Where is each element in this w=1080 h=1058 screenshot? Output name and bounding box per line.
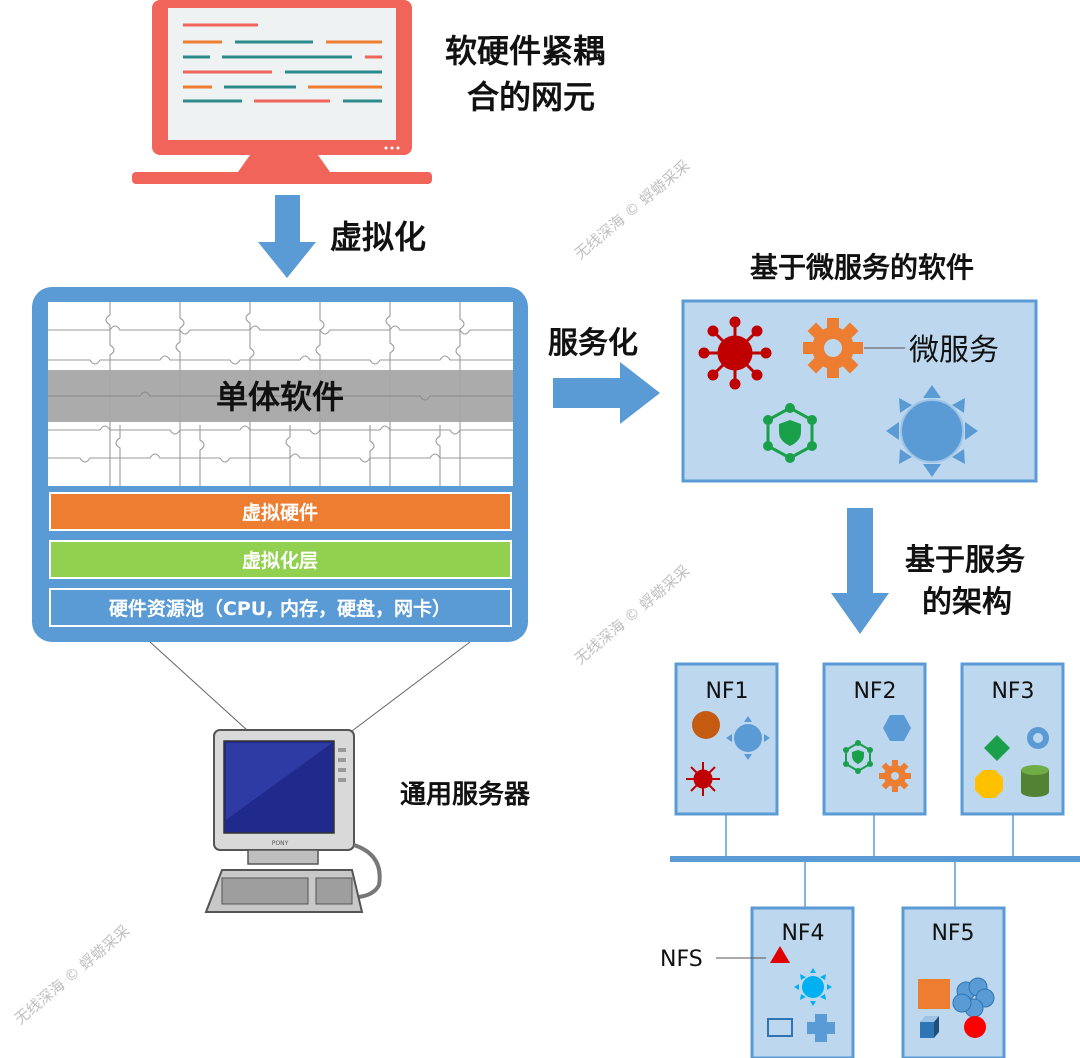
watermark-3: 无线深海 © 蜉蝣采采 — [11, 921, 133, 1028]
nf3-ring-icon — [1027, 727, 1049, 749]
nf4-cyan-sun-icon — [794, 968, 832, 1006]
virtual-hardware-bar — [49, 492, 512, 531]
nf3-cylinder-icon — [1021, 765, 1049, 797]
puzzle-pattern — [48, 302, 513, 486]
stack-connector-left — [149, 641, 259, 741]
monolith-label: 单体软件 — [216, 378, 344, 416]
tightly-coupled-monitor-icon — [132, 0, 432, 184]
nf4-red-triangle-icon — [770, 946, 790, 963]
nf3-yellow-octagon-icon — [975, 770, 1003, 798]
sba-label-2: 的架构 — [922, 585, 1012, 620]
servitization-arrow — [553, 362, 660, 424]
nf4-rectangle-icon — [767, 1018, 793, 1037]
nf2-box — [822, 662, 927, 816]
sba-arrow — [831, 508, 889, 634]
bus-connectors — [725, 814, 1014, 908]
nf3-green-diamond-icon — [984, 735, 1010, 761]
servitization-label: 服务化 — [548, 326, 638, 361]
red-virus-icon — [698, 316, 772, 390]
tightly-coupled-label-2: 合的网元 — [467, 78, 595, 116]
nf3-label: NF3 — [991, 679, 1034, 704]
monitor-brand: PONY — [272, 840, 289, 847]
nf5-cloud-icon — [952, 977, 995, 1018]
general-server-label: 通用服务器 — [400, 780, 531, 810]
virtualization-label: 虚拟化 — [330, 218, 426, 256]
nf1-blue-sun-icon — [726, 716, 770, 760]
virtualization-layer-label: 虚拟化层 — [242, 549, 318, 572]
green-shield-network-icon — [763, 403, 817, 463]
nf2-orange-gear-icon — [879, 760, 911, 792]
nf2-green-shield-icon — [843, 740, 873, 774]
virtualization-arrow — [258, 195, 316, 278]
nf4-label: NF4 — [781, 921, 824, 946]
tightly-coupled-label-1: 软硬件紧耦 — [445, 32, 605, 70]
virtualization-layer-bar — [49, 540, 512, 579]
nf1-label: NF1 — [705, 679, 748, 704]
blue-sun-icon — [886, 385, 978, 477]
microservice-software-title: 基于微服务的软件 — [750, 251, 974, 284]
nf5-label: NF5 — [931, 921, 974, 946]
nf5-orange-square-icon — [918, 979, 950, 1009]
virtual-hardware-label: 虚拟硬件 — [242, 501, 318, 524]
computer-icon: PONY — [204, 729, 382, 913]
nf1-orange-circle-icon — [692, 711, 720, 739]
nfs-label: NFS — [660, 947, 703, 972]
nf2-label: NF2 — [853, 679, 896, 704]
orange-gear-icon — [803, 318, 863, 378]
microservice-panel — [681, 299, 1038, 483]
resource-pool-bar — [49, 588, 512, 627]
nf4-cross-icon — [807, 1014, 835, 1042]
watermark-1: 无线深海 © 蜉蝣采采 — [571, 156, 693, 263]
microservice-label: 微服务 — [909, 333, 999, 368]
nf5-cube-icon — [920, 1016, 939, 1038]
nf2-blue-hexagon-icon — [883, 715, 911, 741]
nf5-red-circle-icon — [964, 1016, 986, 1038]
nf4-box — [750, 906, 855, 1058]
watermark-2: 无线深海 © 蜉蝣采采 — [571, 561, 693, 668]
resource-pool-label: 硬件资源池（CPU, 内存，硬盘，网卡） — [109, 597, 451, 620]
sba-label-1: 基于服务 — [905, 543, 1025, 578]
nf1-red-virus-icon — [686, 762, 720, 796]
stack-connector-right — [339, 641, 471, 741]
